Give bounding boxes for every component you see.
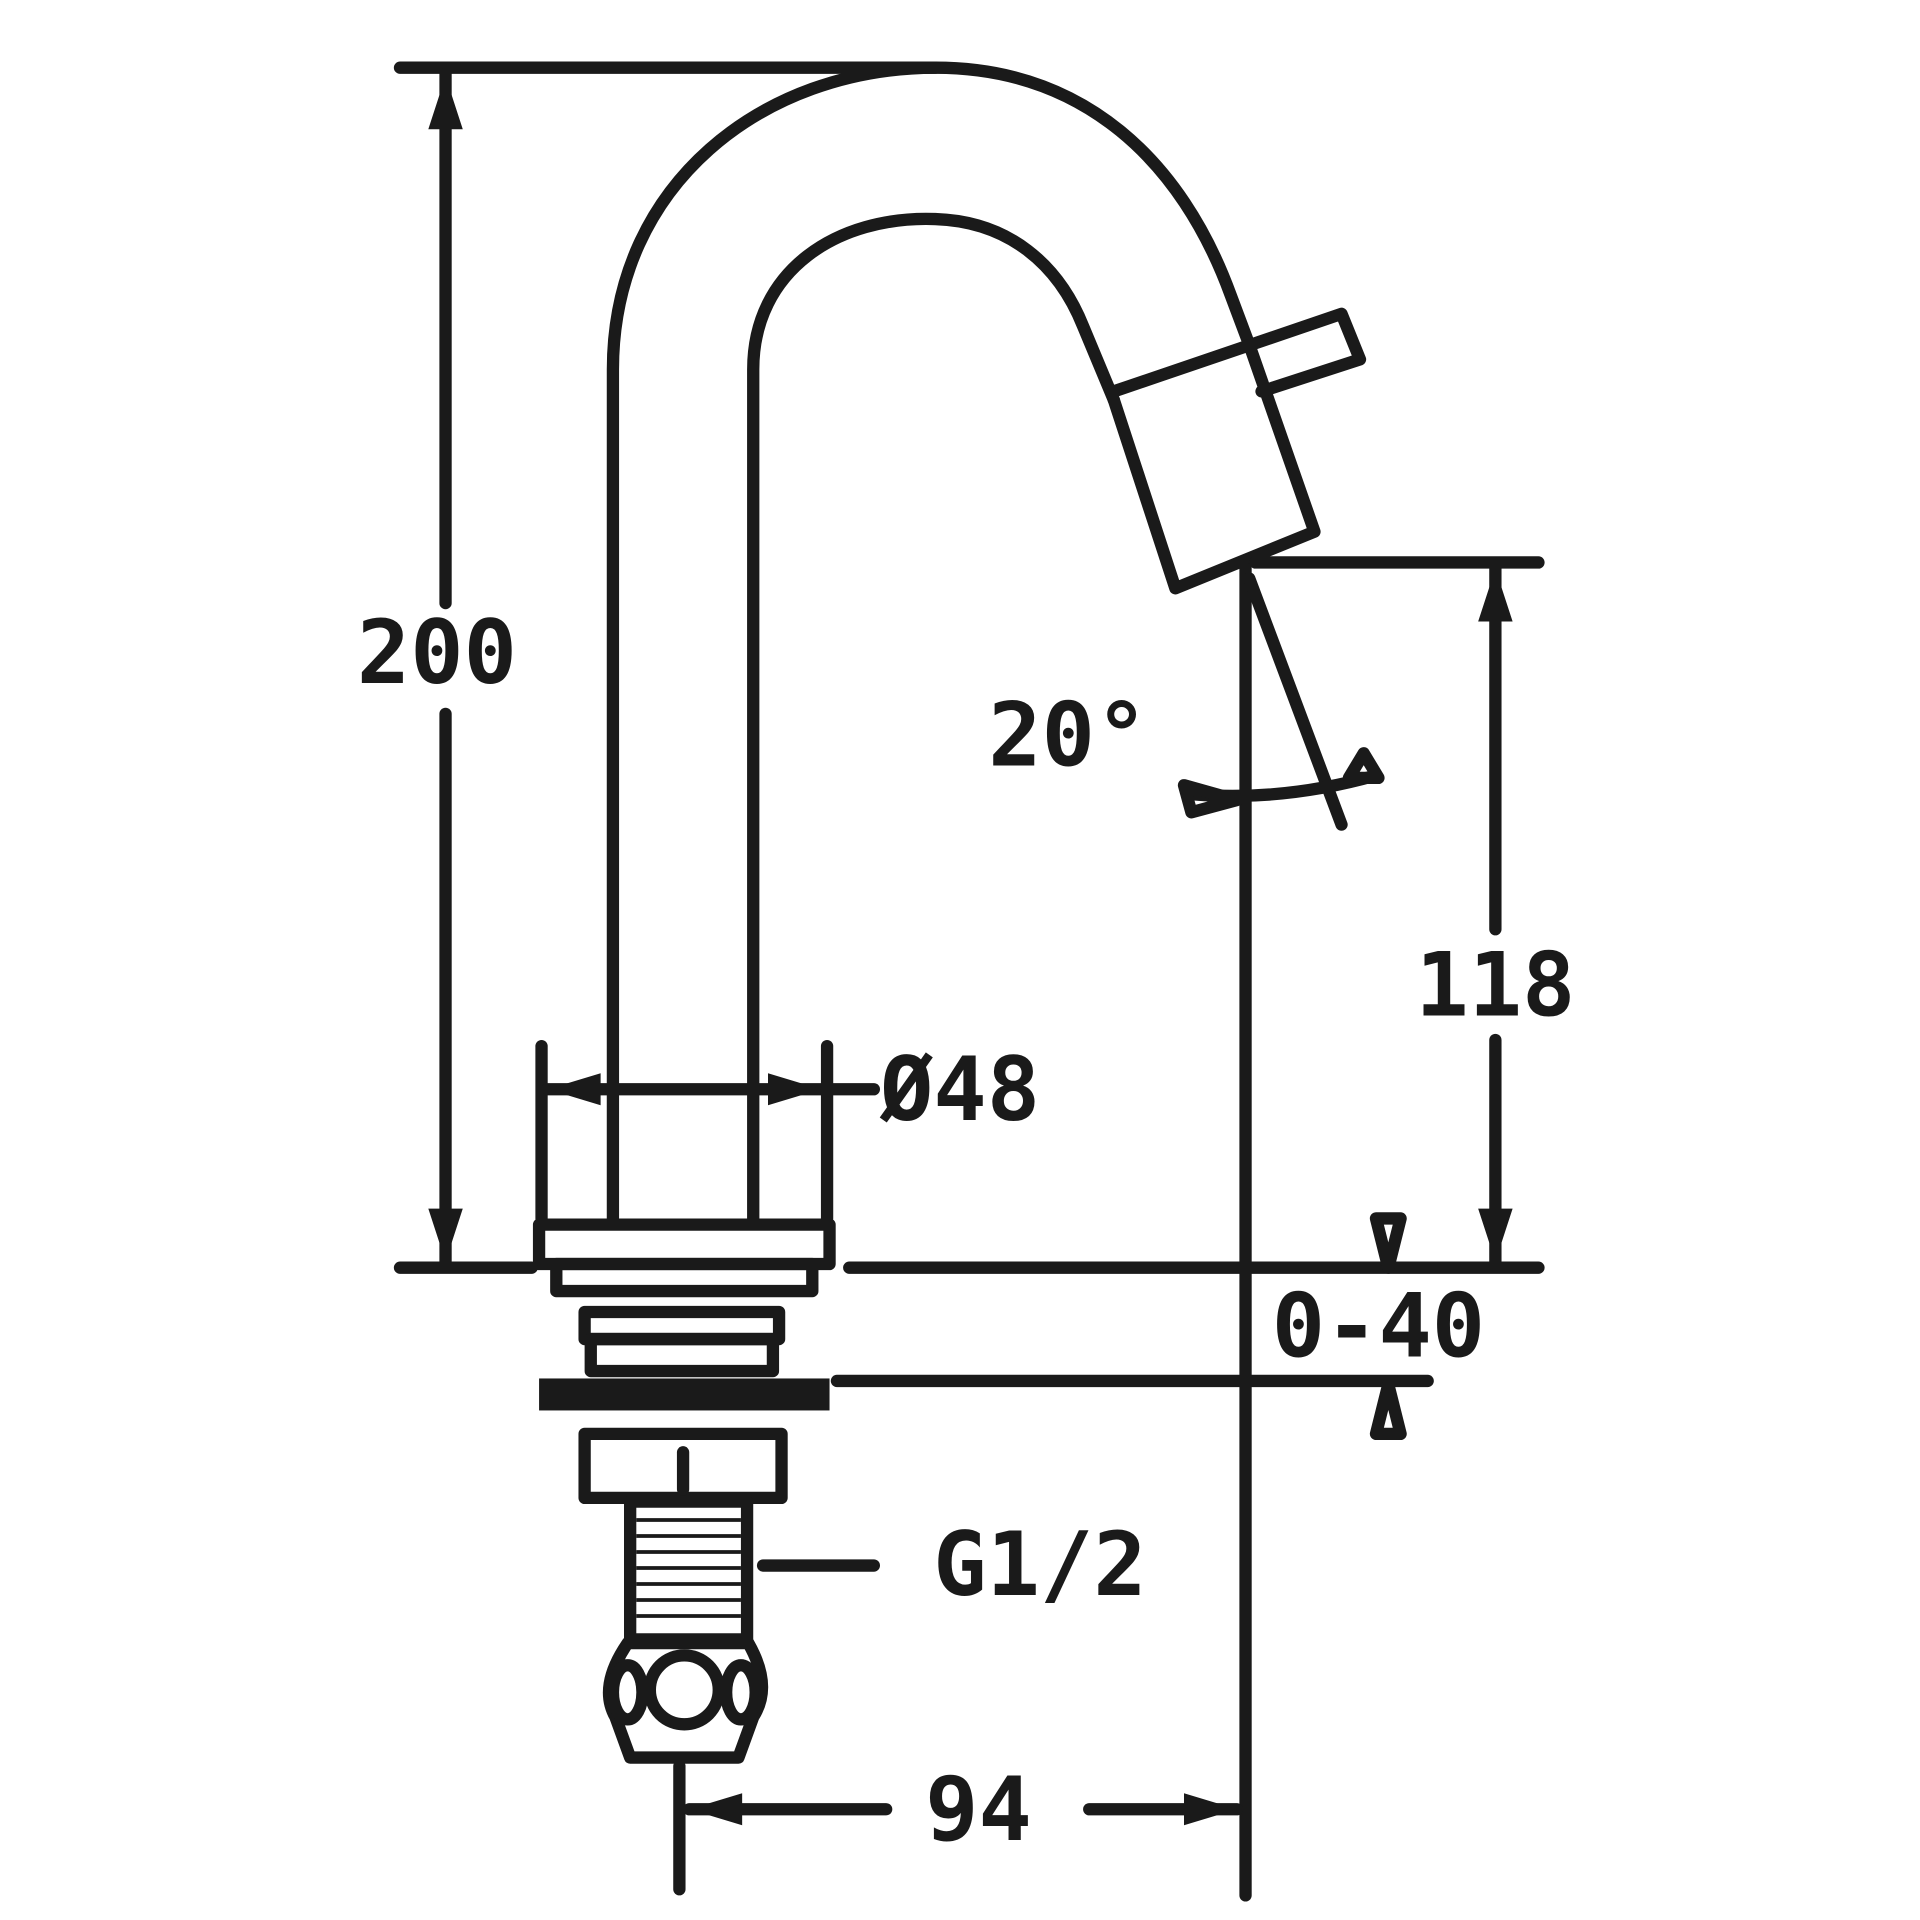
deck-thickness-label: 0-40 — [1272, 1274, 1485, 1377]
spout-reach-label: 94 — [925, 1758, 1032, 1861]
dimension-lines — [393, 61, 1545, 1902]
base-fittings — [532, 1218, 836, 1764]
thread-label: G1/2 — [933, 1513, 1146, 1616]
base-diameter-label: Ø48 — [879, 1038, 1040, 1141]
spout-height-label: 118 — [1415, 933, 1575, 1036]
swivel-angle-label: 20° — [988, 684, 1148, 787]
height-label: 200 — [357, 601, 517, 704]
